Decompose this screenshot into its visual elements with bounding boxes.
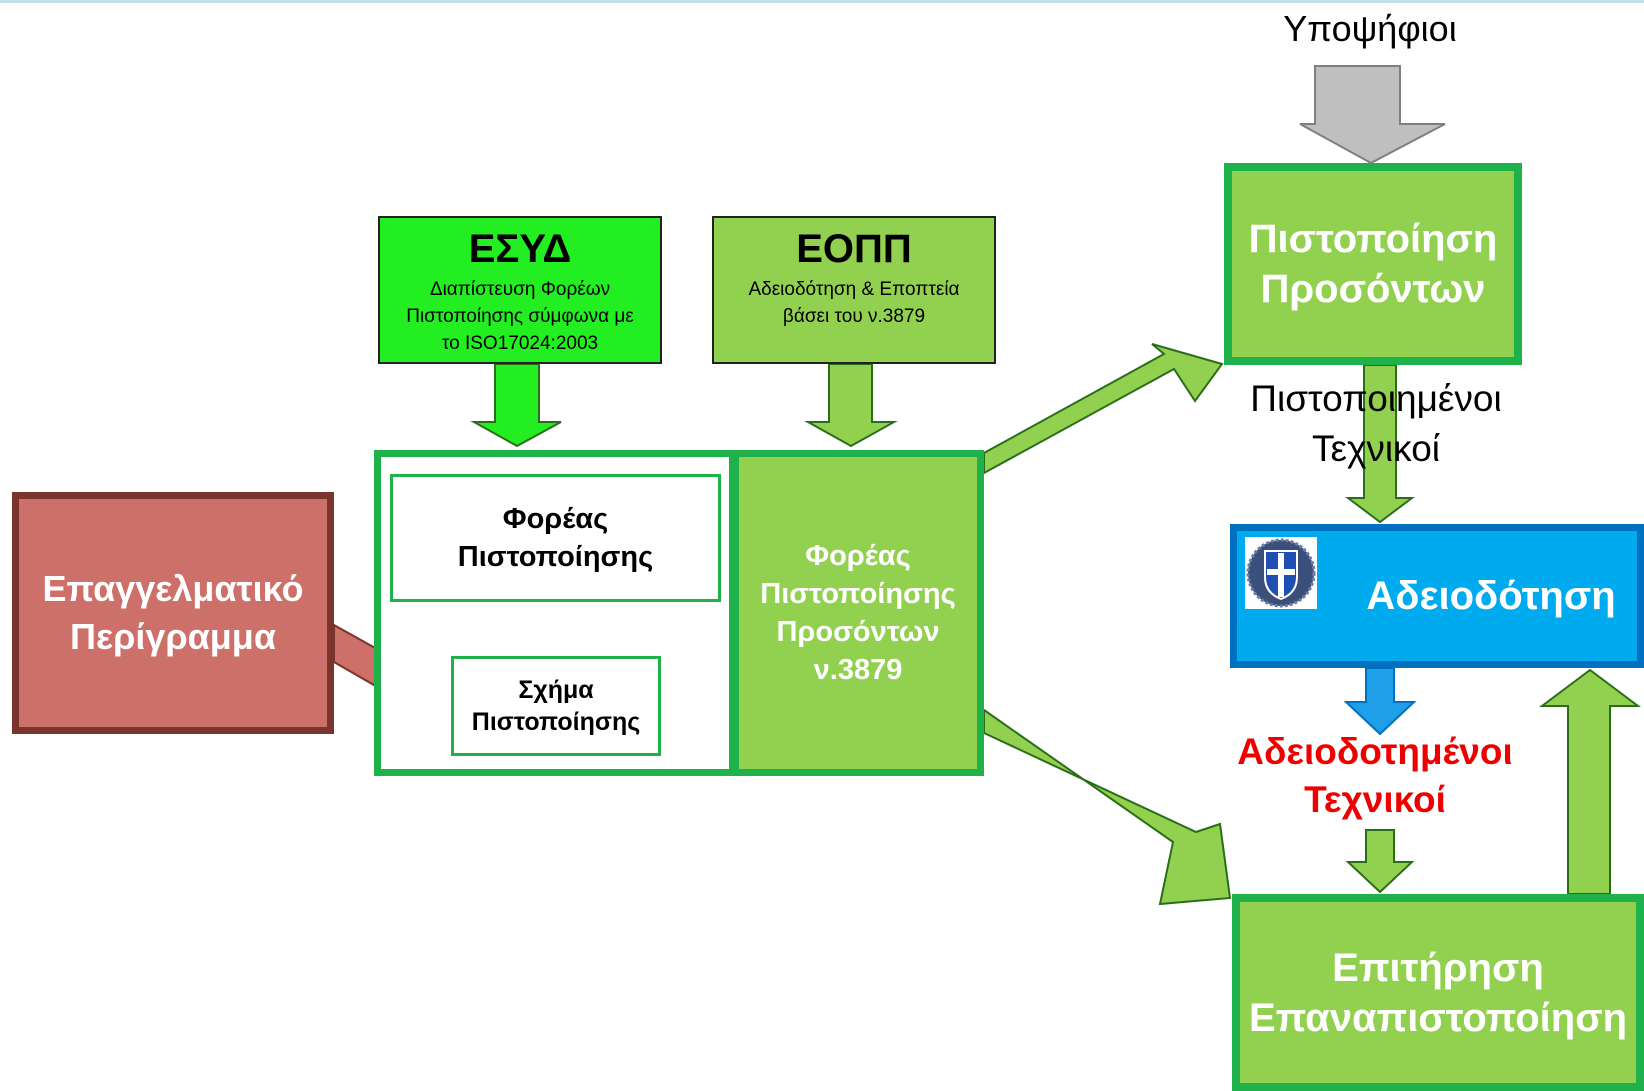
licensing-label: Αδειοδότηση bbox=[1366, 573, 1616, 618]
certification-body-box: Φορέας Πιστοποίησης bbox=[390, 474, 721, 602]
professional-profile-box: Επαγγελματικό Περίγραμμα bbox=[12, 492, 334, 734]
esyd-subtitle: Διαπίστευση Φορέων Πιστοποίησης σύμφωνα … bbox=[406, 279, 634, 354]
esyd-arrow bbox=[470, 363, 562, 448]
esyd-title: ΕΣΥΔ bbox=[468, 227, 572, 271]
professional-profile-label: Επαγγελματικό Περίγραμμα bbox=[42, 568, 304, 657]
eopp-title: ΕΟΠΠ bbox=[796, 227, 912, 271]
to-qualification-certification-arrow bbox=[983, 343, 1224, 475]
qualification-certification-body-box: Φορέας Πιστοποίησης Προσόντων ν.3879 bbox=[732, 450, 984, 776]
greek-coat-of-arms-icon bbox=[1245, 537, 1317, 609]
certified-to-licensing-arrow bbox=[1345, 364, 1415, 524]
top-divider-line bbox=[0, 0, 1644, 3]
qualification-certification-label: Πιστοποίηση Προσόντων bbox=[1248, 217, 1498, 311]
certification-scheme-box: Σχήμα Πιστοποίησης bbox=[451, 656, 661, 756]
certification-scheme-label: Σχήμα Πιστοποίησης bbox=[471, 676, 641, 736]
to-supervision-arrow bbox=[983, 708, 1232, 906]
licensed-to-supervision-arrow bbox=[1345, 829, 1415, 894]
licensed-technicians-label: Αδειοδοτημένοι Τεχνικοί bbox=[1237, 731, 1513, 820]
licensing-box: Αδειοδότηση bbox=[1230, 524, 1644, 668]
esyd-box: ΕΣΥΔ Διαπίστευση Φορέων Πιστοποίησης σύμ… bbox=[378, 216, 662, 364]
certification-body-label: Φορέας Πιστοποίησης bbox=[457, 503, 654, 573]
supervision-label: Επιτήρηση Επαναπιστοποίηση bbox=[1248, 945, 1628, 1040]
eopp-subtitle: Αδειοδότηση & Εποπτεία βάσει του ν.3879 bbox=[748, 279, 960, 327]
certified-technicians-label: Πιστοποιημένοι Τεχνικοί bbox=[1250, 378, 1502, 469]
eopp-box: ΕΟΠΠ Αδειοδότηση & Εποπτεία βάσει του ν.… bbox=[712, 216, 996, 364]
licensing-to-licensed-arrow bbox=[1343, 667, 1417, 736]
eopp-arrow bbox=[804, 363, 898, 448]
supervision-box: Επιτήρηση Επαναπιστοποίηση bbox=[1232, 894, 1644, 1091]
qualification-certification-body-label: Φορέας Πιστοποίησης Προσόντων ν.3879 bbox=[760, 540, 956, 686]
candidates-label: Υποψήφιοι bbox=[1283, 8, 1457, 49]
candidates-arrow bbox=[1299, 65, 1446, 165]
qualification-certification-box: Πιστοποίηση Προσόντων bbox=[1224, 163, 1522, 365]
supervision-to-licensing-arrow bbox=[1539, 668, 1641, 895]
